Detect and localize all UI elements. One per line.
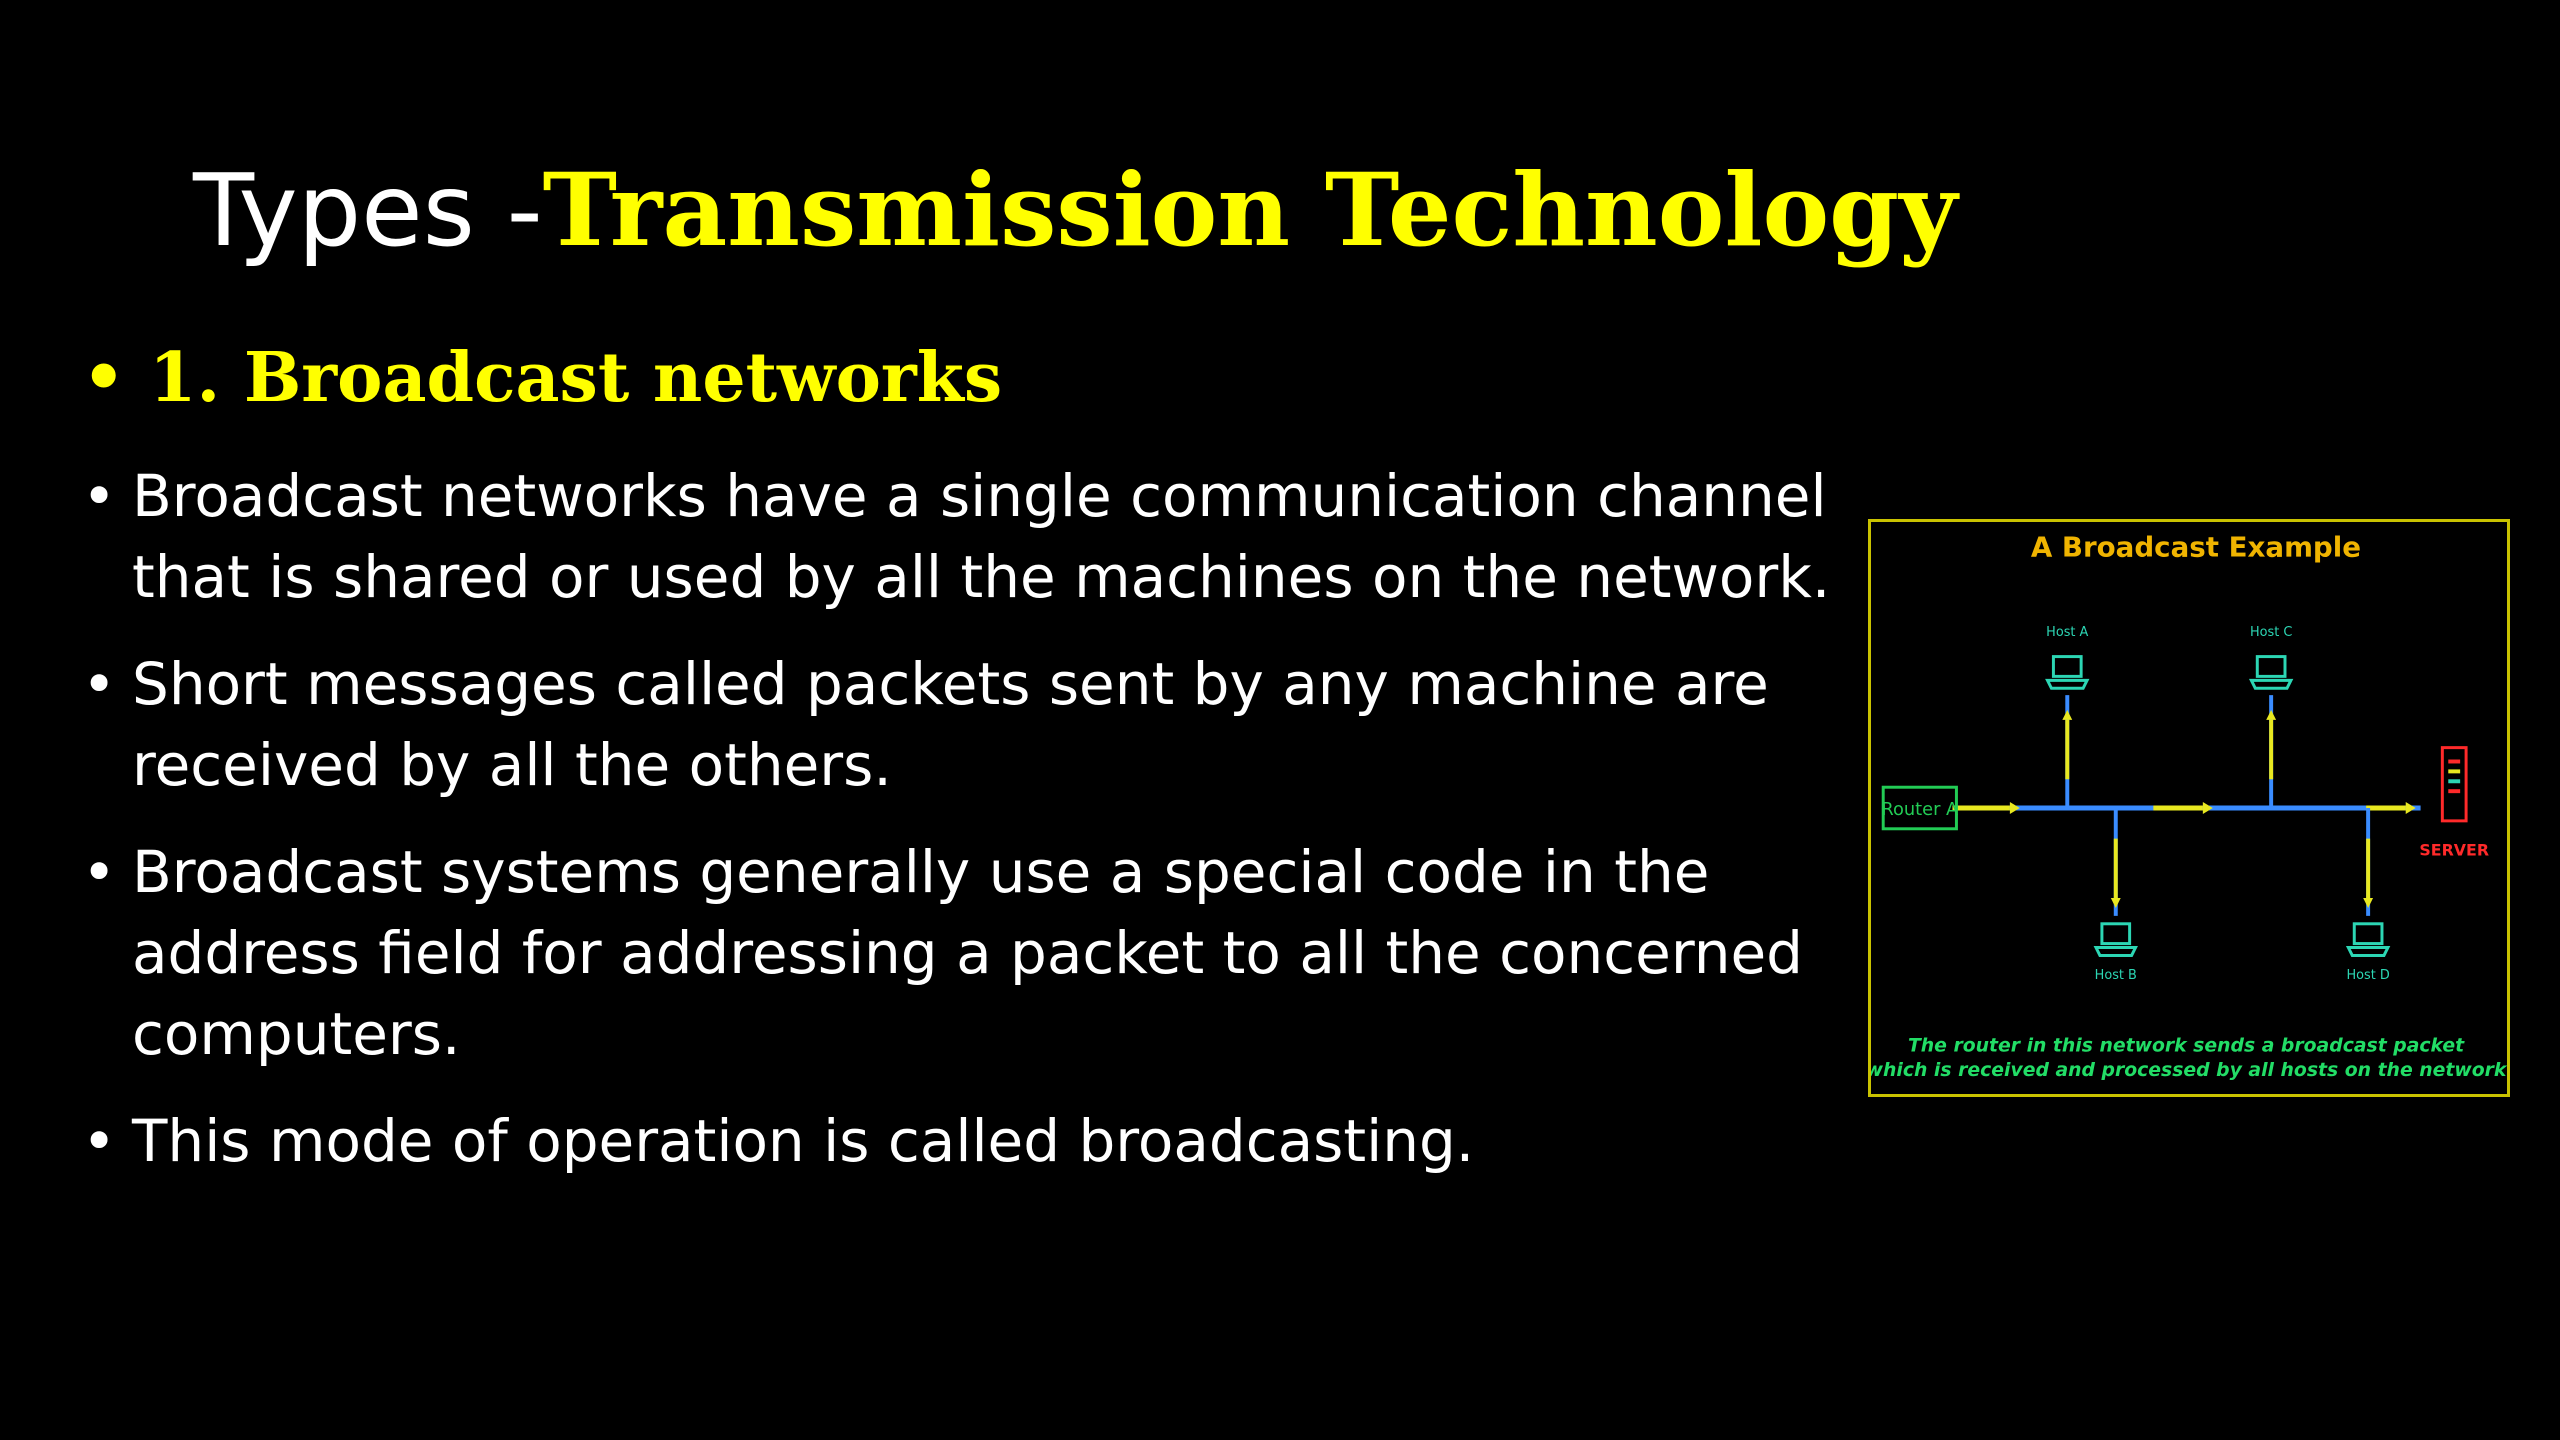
bullet-item: • Broadcast systems generally use a spec… (82, 832, 1862, 1075)
bullet-item: • Short messages called packets sent by … (82, 644, 1862, 806)
server-led (2448, 789, 2461, 794)
router-label: Router A (1881, 799, 1959, 820)
figure-caption-line1: The router in this network sends a broad… (1908, 1035, 2465, 1056)
bullet-dot: • (82, 838, 117, 906)
packet-arrow (2202, 802, 2213, 814)
packet-arrow (2009, 802, 2020, 814)
packet-arrow (2266, 710, 2277, 720)
bullet-item: • This mode of operation is called broad… (82, 1101, 1862, 1182)
bullet-list: • Broadcast networks have a single commu… (82, 456, 1862, 1208)
slide-title: Types -Transmission Technology (193, 145, 1957, 276)
host-a-label: Host A (2046, 625, 2088, 640)
server-led (2448, 759, 2461, 764)
bullet-dot: • (82, 462, 117, 530)
packet-arrow (2062, 710, 2073, 720)
host-b-label: Host B (2095, 968, 2137, 983)
bullet-item: • Broadcast networks have a single commu… (82, 456, 1862, 618)
server-icon (2440, 746, 2468, 823)
host-d-label: Host D (2346, 968, 2389, 983)
server-led (2448, 769, 2461, 774)
packet-arrow (2363, 898, 2374, 908)
packet-arrow (2405, 802, 2416, 814)
heading-bullet: • (82, 338, 126, 418)
router-icon (1881, 785, 1958, 831)
title-highlight: Transmission Technology (542, 151, 1958, 269)
laptop-icon (2346, 922, 2390, 957)
bullet-text: Short messages called packets sent by an… (132, 650, 1769, 799)
bullet-text: This mode of operation is called broadca… (132, 1107, 1475, 1175)
bullet-dot: • (82, 1107, 117, 1175)
bullet-dot: • (82, 650, 117, 718)
bullet-text: Broadcast systems generally use a specia… (132, 838, 1803, 1068)
figure-title: A Broadcast Example (2031, 531, 2361, 564)
title-prefix: Types - (193, 152, 543, 269)
heading-text: 1. Broadcast networks (149, 338, 1003, 418)
packet-arrow (2110, 898, 2121, 908)
server-label: SERVER (2419, 841, 2489, 860)
broadcast-diagram: A Broadcast Example Router A S (1868, 519, 2510, 1097)
broadcast-diagram-svg: A Broadcast Example Router A S (1871, 531, 2507, 1082)
section-heading: • 1. Broadcast networks (82, 330, 1002, 426)
server-led (2448, 779, 2461, 784)
figure-caption-line2: which is received and processed by all h… (1871, 1060, 2507, 1081)
bullet-text: Broadcast networks have a single communi… (132, 462, 1831, 611)
laptop-icon (2249, 655, 2293, 690)
host-c-label: Host C (2250, 625, 2292, 640)
laptop-icon (2094, 922, 2138, 957)
laptop-icon (2045, 655, 2089, 690)
